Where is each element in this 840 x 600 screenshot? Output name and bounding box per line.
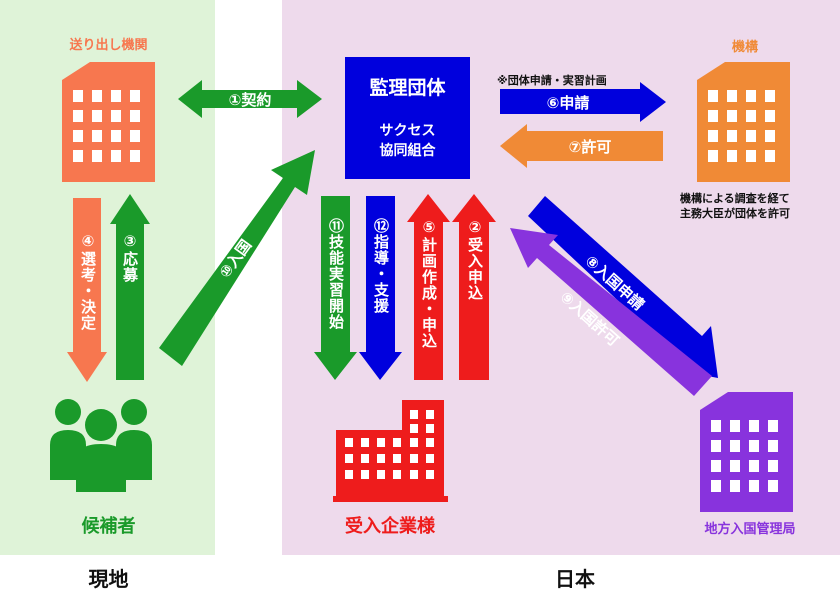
supervising-org-name-line1: サクセス	[379, 123, 436, 139]
people-group-icon	[50, 399, 152, 492]
entry-arrow	[159, 150, 315, 366]
office-building-icon	[62, 62, 155, 182]
selection-arrow-label: ④選考・決定	[79, 232, 97, 331]
accept-application-arrow-label: ②受入申込	[466, 218, 484, 301]
plan-apply-arrow-label: ⑤計画作成・申込	[420, 218, 438, 349]
factory-building-icon	[333, 400, 448, 502]
selection-arrow	[67, 198, 107, 382]
agency-note-line2: 主務大臣が団体を許可	[680, 207, 790, 220]
guidance-arrow-label: ⑫指導・支援	[372, 218, 390, 314]
immigration-building-icon	[700, 392, 793, 512]
agency-label: 機構	[731, 40, 758, 55]
contract-arrow	[178, 80, 322, 118]
host-company-label: 受入企業様	[345, 516, 435, 537]
contract-arrow-label: ①契約	[228, 91, 272, 109]
immigration-bureau-label: 地方入国管理局	[704, 522, 796, 537]
supervising-org-title: 監理団体	[369, 77, 446, 99]
local-region-caption: 現地	[88, 567, 129, 591]
agency-note-line1: 機構による調査を経て	[680, 192, 790, 205]
recruit-application-arrow	[110, 194, 150, 380]
supervising-org-name: サクセス 協同組合	[345, 121, 470, 161]
accept-application-arrow	[452, 194, 496, 380]
entry-application-arrow	[528, 196, 718, 378]
permission-arrow	[500, 124, 663, 168]
candidates-label: 候補者	[81, 516, 136, 537]
training-start-arrow	[314, 196, 357, 380]
training-start-arrow-label: ⑪技能実習開始	[327, 218, 345, 330]
guidance-arrow	[359, 196, 402, 380]
entry-permission-arrow	[510, 228, 712, 396]
application-arrow-note: ※団体申請・実習計画	[497, 74, 607, 87]
application-arrow-label: ⑥申請	[546, 94, 590, 112]
plan-apply-arrow	[407, 194, 450, 380]
permission-arrow-label: ⑦許可	[568, 138, 612, 156]
application-arrow	[500, 82, 666, 122]
agency-building-icon	[697, 62, 790, 182]
japan-region-caption: 日本	[555, 567, 595, 591]
supervising-org-name-line2: 協同組合	[379, 143, 436, 159]
sending-org-label: 送り出し機関	[69, 38, 148, 53]
supervising-org-box[interactable]: 監理団体 サクセス 協同組合	[345, 57, 470, 179]
recruit-application-arrow-label: ③応募	[121, 232, 139, 283]
